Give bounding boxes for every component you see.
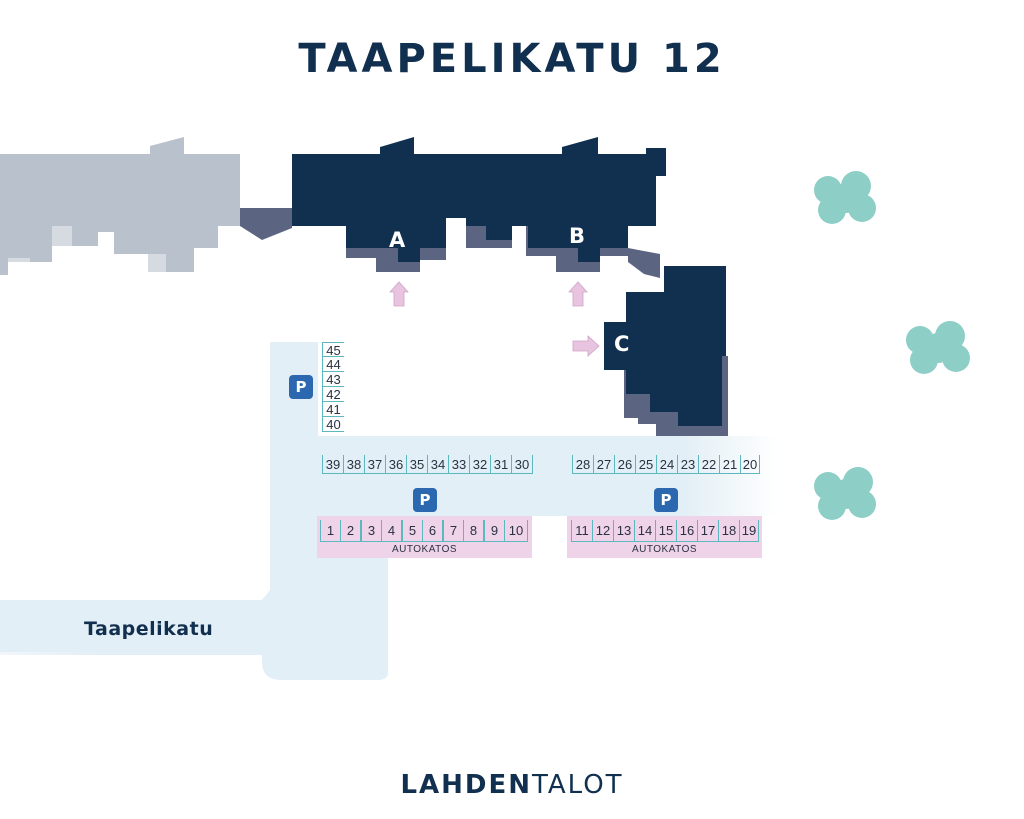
- parking-spot: 12: [592, 520, 614, 542]
- parking-spot: 33: [448, 455, 470, 474]
- parking-spot: 41: [322, 402, 344, 417]
- parking-spot: 2: [340, 520, 361, 542]
- parking-spot: 14: [634, 520, 656, 542]
- parking-spot: 28: [572, 455, 594, 474]
- parking-spot: 8: [463, 520, 484, 542]
- parking-spot: 42: [322, 387, 344, 402]
- parking-spot: 22: [698, 455, 720, 474]
- parking-spot: 24: [656, 455, 678, 474]
- street-strip: [0, 600, 388, 680]
- parking-sign-icon: P: [289, 375, 313, 399]
- parking-spot: 31: [490, 455, 512, 474]
- carport-label: AUTOKATOS: [391, 544, 458, 555]
- neighbor-building: [0, 137, 292, 275]
- parking-spot: 10: [504, 520, 528, 542]
- building-c: [604, 266, 728, 436]
- parking-spot: 34: [427, 455, 449, 474]
- company-logo: LAHDENTALOT: [0, 770, 1024, 800]
- carport-right: 11 12 13 14 15 16 17 18 19 AUTOKATOS: [567, 516, 762, 558]
- parking-spot: 23: [677, 455, 699, 474]
- parking-spot: 38: [343, 455, 365, 474]
- building-a-label: A: [389, 228, 406, 252]
- logo-bold-part: LAHDEN: [400, 770, 532, 800]
- parking-spot: 27: [593, 455, 615, 474]
- page-title: TAAPELIKATU 12: [298, 36, 726, 82]
- parking-spot: 11: [571, 520, 593, 542]
- parking-spot: 45: [322, 342, 344, 358]
- building-ab: [292, 137, 666, 278]
- parking-aisle: [318, 436, 778, 516]
- parking-spot: 9: [484, 520, 505, 542]
- parking-spot: 17: [697, 520, 719, 542]
- parking-spot: 25: [635, 455, 657, 474]
- parking-spot: 1: [320, 520, 341, 542]
- parking-spot: 6: [422, 520, 443, 542]
- parking-spot: 32: [469, 455, 491, 474]
- parking-spot: 18: [718, 520, 740, 542]
- tree-icon: [814, 171, 970, 520]
- entrance-arrow-icon: [389, 281, 600, 357]
- parking-spot: 43: [322, 372, 344, 387]
- parking-spot: 15: [655, 520, 677, 542]
- parking-spot: 26: [614, 455, 636, 474]
- parking-spot: 13: [613, 520, 635, 542]
- building-c-label: C: [614, 332, 630, 356]
- parking-sign-icon: P: [654, 488, 678, 512]
- carport-label: AUTOKATOS: [631, 544, 698, 555]
- south-apron: [318, 558, 388, 608]
- building-b-label: B: [569, 224, 586, 248]
- parking-spot: 4: [381, 520, 402, 542]
- parking-spot: 21: [719, 455, 741, 474]
- parking-spot: 36: [385, 455, 407, 474]
- parking-spot: 16: [676, 520, 698, 542]
- parking-spot: 3: [361, 520, 382, 542]
- street-name: Taapelikatu: [84, 618, 214, 640]
- parking-spot: 19: [739, 520, 759, 542]
- parking-spot: 30: [511, 455, 533, 474]
- parking-spot: 44: [322, 357, 344, 372]
- parking-sign-icon: P: [413, 488, 437, 512]
- parking-spot: 35: [406, 455, 428, 474]
- parking-spot: 5: [402, 520, 423, 542]
- parking-spot: 40: [322, 417, 344, 432]
- parking-spot: 20: [740, 455, 760, 474]
- parking-spot: 7: [443, 520, 464, 542]
- parking-spot: 39: [322, 455, 344, 474]
- logo-light-part: TALOT: [532, 770, 624, 800]
- carport-left: 1 2 3 4 5 6 7 8 9 10 AUTOKATOS: [317, 516, 532, 558]
- parking-spot: 37: [364, 455, 386, 474]
